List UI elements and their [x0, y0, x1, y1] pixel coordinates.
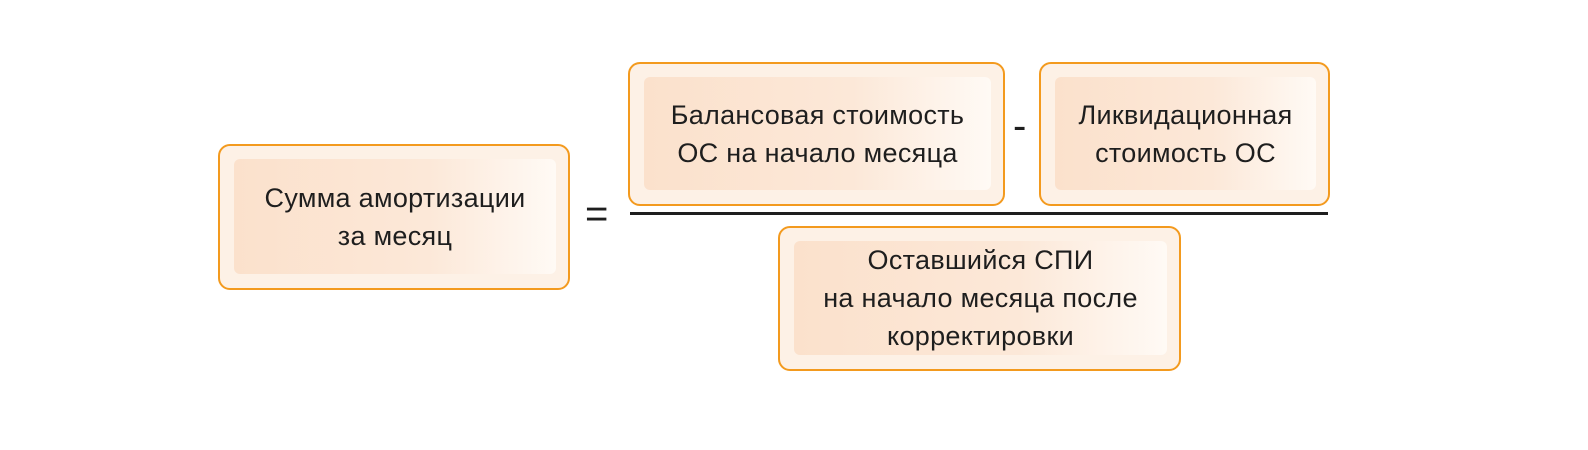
box-label: Ликвидационная стоимость ОС	[1055, 77, 1316, 190]
label-line: за месяц	[337, 220, 453, 251]
equals-sign: =	[585, 192, 609, 236]
label-line: корректировки	[887, 321, 1074, 351]
label-line: Сумма амортизации	[264, 182, 526, 213]
label-line: стоимость ОС	[1095, 137, 1276, 168]
fraction-line	[630, 212, 1328, 215]
box-label: Сумма амортизации за месяц	[234, 159, 556, 274]
remaining-useful-life-box: Оставшийся СПИ на начало месяца после ко…	[778, 226, 1181, 371]
monthly-depreciation-box: Сумма амортизации за месяц	[218, 144, 570, 290]
book-value-box: Балансовая стоимость ОС на начало месяца	[628, 62, 1005, 206]
box-label: Балансовая стоимость ОС на начало месяца	[644, 77, 991, 190]
box-label: Оставшийся СПИ на начало месяца после ко…	[794, 241, 1167, 355]
minus-sign: -	[1013, 104, 1027, 148]
label-line: на начало месяца после	[823, 283, 1138, 313]
label-line: Оставшийся СПИ	[867, 245, 1094, 275]
label-line: ОС на начало месяца	[677, 137, 958, 168]
label-line: Балансовая стоимость	[670, 99, 965, 130]
label-line: Ликвидационная	[1078, 99, 1293, 130]
salvage-value-box: Ликвидационная стоимость ОС	[1039, 62, 1330, 206]
